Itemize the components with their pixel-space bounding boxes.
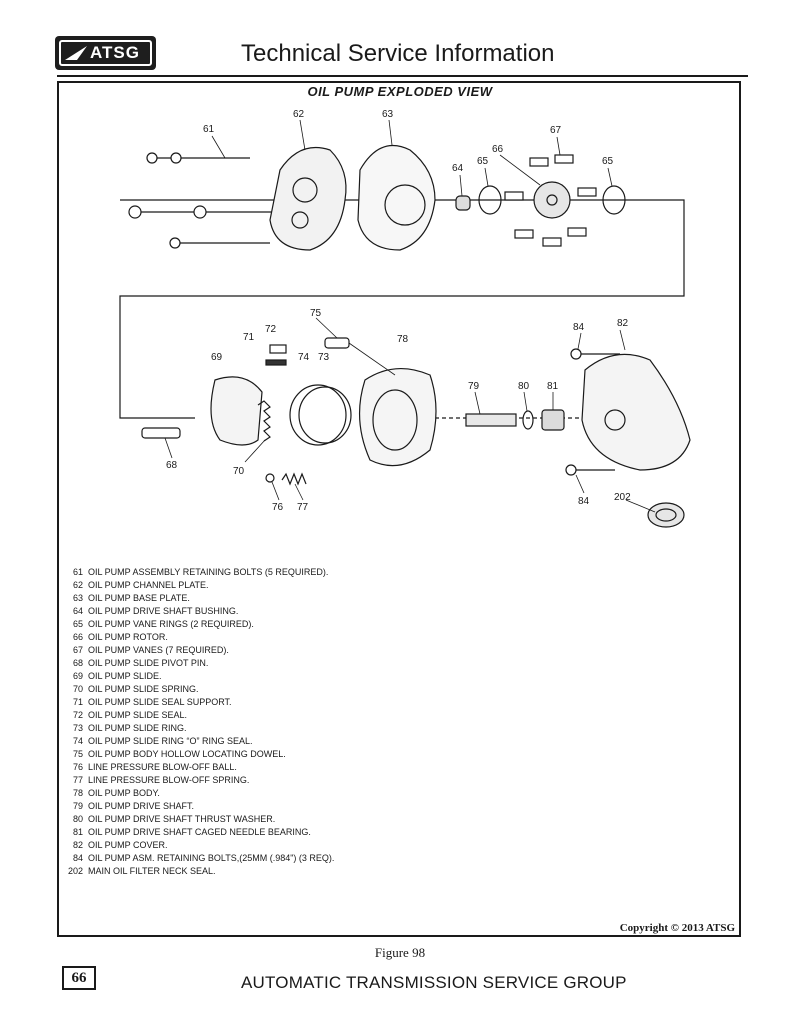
callout-77: 77 — [297, 502, 309, 513]
atsg-logo: ATSG — [55, 36, 156, 70]
figure-caption: Figure 98 — [374, 945, 426, 960]
logo-border — [59, 40, 152, 66]
callout-67: 67 — [550, 125, 562, 136]
callout-68: 68 — [166, 460, 178, 471]
callout-62: 62 — [293, 109, 305, 120]
callout-82: 82 — [617, 318, 629, 329]
vanes-67 — [504, 154, 597, 247]
callout-73: 73 — [318, 352, 330, 363]
filter-neck-seal-202 — [647, 502, 685, 528]
callout-65b: 65 — [602, 156, 614, 167]
pump-cover-82 — [581, 353, 691, 471]
callout-65: 65 — [477, 156, 489, 167]
callout-84: 84 — [573, 322, 585, 333]
exploded-view-diagram: 61 62 63 64 65 66 67 65 75 71 72 78 84 8… — [119, 109, 691, 528]
rotor-66 — [533, 181, 571, 219]
callout-61: 61 — [203, 124, 215, 135]
base-plate-63 — [357, 144, 436, 251]
callout-78: 78 — [397, 334, 409, 345]
bolts-84 — [565, 348, 620, 476]
drive-shaft-79 — [465, 413, 517, 427]
callout-66: 66 — [492, 144, 504, 155]
content-frame — [57, 81, 741, 937]
footer-title: AUTOMATIC TRANSMISSION SERVICE GROUP — [241, 973, 627, 992]
callout-76: 76 — [272, 502, 284, 513]
slide-spring-70 — [257, 400, 271, 442]
slide-seal-72 — [265, 359, 287, 366]
page-title: Technical Service Information — [241, 40, 555, 67]
blowoff-spring-77 — [281, 472, 307, 486]
locating-dowel-75 — [324, 337, 350, 349]
needle-bearing-81 — [541, 409, 565, 431]
logo-text: ATSG — [90, 43, 140, 62]
pivot-pin-68 — [141, 427, 181, 439]
logo-arrow-icon — [65, 46, 87, 60]
header-divider — [57, 75, 748, 77]
callout-80: 80 — [518, 381, 530, 392]
slide-69 — [210, 376, 263, 446]
vane-ring-65-left — [478, 185, 502, 215]
page-number: 66 — [62, 966, 96, 990]
callout-69: 69 — [211, 352, 223, 363]
callout-63: 63 — [382, 109, 394, 120]
channel-plate-62 — [269, 146, 347, 251]
leader-lines — [164, 119, 656, 513]
callout-79: 79 — [468, 381, 480, 392]
callout-70: 70 — [233, 466, 245, 477]
pump-body-78 — [358, 367, 437, 467]
callout-202: 202 — [614, 492, 631, 503]
callout-81: 81 — [547, 381, 559, 392]
callout-64: 64 — [452, 163, 464, 174]
slide-ring-73 — [298, 386, 352, 444]
slide-o-ring-74 — [289, 384, 347, 446]
vane-ring-65-right — [602, 185, 626, 215]
bushing-64 — [455, 195, 471, 211]
blowoff-ball-76 — [265, 473, 275, 483]
callout-75: 75 — [310, 308, 322, 319]
slide-seal-support-71 — [269, 344, 287, 354]
callout-72: 72 — [265, 324, 277, 335]
callout-71: 71 — [243, 332, 255, 343]
copyright-notice: Copyright © 2013 ATSG — [619, 922, 735, 934]
callout-84b: 84 — [578, 496, 590, 507]
diagram-title: OIL PUMP EXPLODED VIEW — [307, 84, 493, 99]
bolt-61-group — [128, 152, 275, 249]
assembly-path-line — [119, 199, 685, 419]
thrust-washer-80 — [522, 410, 534, 430]
callout-74: 74 — [298, 352, 310, 363]
